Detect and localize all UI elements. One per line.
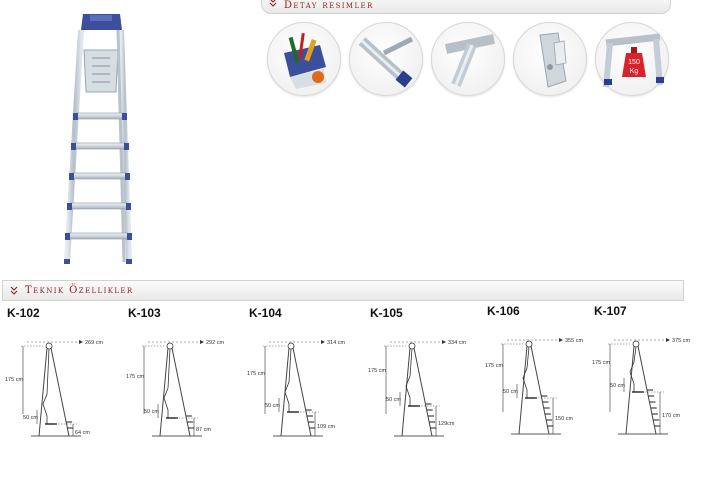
detay-resimler-header: Detay resimler	[261, 0, 671, 14]
model-name: K-103	[128, 306, 161, 320]
ladder-dimension-diagram: 375 cm 175 cm 50 cm 170 cm	[592, 338, 690, 435]
ladder-rail	[401, 347, 411, 437]
model-name: K-104	[249, 306, 282, 320]
total-height-label: 292 cm	[206, 340, 224, 346]
height-175-label: 175 cm	[247, 371, 265, 377]
person-body	[629, 346, 637, 392]
height-50-label: 50 cm	[386, 397, 401, 403]
rail-connector-icon	[358, 36, 414, 88]
person-head	[632, 340, 640, 348]
person-body	[163, 348, 171, 418]
detail-thumbnails: 150 Kg	[262, 16, 680, 102]
double-chevron-down-icon	[262, 0, 284, 13]
section-title: Detay resimler	[284, 0, 374, 11]
arrow-icon	[321, 340, 325, 344]
total-height-label: 355 cm	[565, 338, 583, 344]
model-name: K-102	[7, 306, 40, 320]
platform-height-label: 64 cm	[75, 430, 90, 436]
section-title: Teknik Özellikler	[25, 285, 134, 296]
model-name: K-106	[487, 304, 520, 318]
height-175-label: 175 cm	[485, 363, 503, 369]
weight-badge-unit: Kg	[630, 68, 639, 75]
person-body	[284, 348, 292, 412]
height-50-label: 50 cm	[144, 409, 159, 415]
height-175-label: 175 cm	[126, 374, 144, 380]
ladder-rail	[518, 345, 528, 435]
model-name: K-105	[370, 306, 403, 320]
height-50-label: 50 cm	[503, 389, 518, 395]
arrow-icon	[442, 340, 446, 344]
height-175-label: 175 cm	[368, 368, 386, 374]
ladder-dimension-diagram: 334 cm 175 cm 50 cm 129cm	[368, 340, 466, 437]
weight-capacity-icon: 150 Kg	[603, 33, 664, 88]
arrow-icon	[79, 340, 83, 344]
person-body	[522, 346, 530, 398]
spec-k-104: K-104 314 cm 175 cm 50 cm 109 cm	[245, 306, 357, 438]
platform-height-label: 170 cm	[662, 413, 680, 419]
person-head	[408, 342, 416, 350]
teknik-ozellikler-header: Teknik Özellikler	[2, 280, 684, 301]
ladder-dimension-diagram: 314 cm 175 cm 50 cm 109 cm	[247, 340, 345, 437]
platform-height-label: 109 cm	[317, 424, 335, 430]
arrow-icon	[200, 340, 204, 344]
person-head	[45, 342, 53, 350]
t-joint-icon	[444, 34, 496, 87]
product-photo-ladder	[0, 0, 255, 276]
thumbnail-rail-connector[interactable]	[349, 22, 423, 96]
ladder-rail	[292, 347, 312, 437]
platform-height-label: 129cm	[438, 421, 455, 427]
ladder-rail	[625, 345, 635, 435]
ladder-dimension-diagram: 269 cm 175 cm 50 cm 64 cm	[5, 340, 103, 437]
platform-height-label: 150 cm	[555, 416, 573, 422]
total-height-label: 314 cm	[327, 340, 345, 346]
spec-k-106: K-106 355 cm 175 cm 50 cm 150 cm	[483, 304, 595, 436]
spec-k-105: K-105 334 cm 175 cm 50 cm 129cm	[366, 306, 478, 438]
double-chevron-down-icon	[3, 281, 25, 300]
person-head	[287, 342, 295, 350]
spec-k-107: K-107 375 cm 175 cm 50 cm 170 cm	[590, 304, 702, 436]
ladder-rail	[530, 345, 550, 435]
thumbnail-t-joint[interactable]	[431, 22, 505, 96]
person-head	[525, 340, 533, 348]
model-name: K-107	[594, 304, 627, 318]
ladder-rail	[50, 347, 70, 437]
ladder-rail	[159, 347, 169, 437]
arrow-icon	[559, 338, 563, 342]
height-50-label: 50 cm	[610, 383, 625, 389]
total-height-label: 269 cm	[85, 340, 103, 346]
arrow-icon	[666, 338, 670, 342]
ladder-rail	[171, 347, 191, 437]
height-175-label: 175 cm	[5, 377, 23, 383]
total-height-label: 375 cm	[672, 338, 690, 344]
total-height-label: 334 cm	[448, 340, 466, 346]
spec-k-102: K-102 269 cm 175 cm 50 cm 64 cm	[3, 306, 115, 438]
thumbnail-tool-tray[interactable]	[267, 22, 341, 96]
thumbnail-weight-capacity[interactable]: 150 Kg	[595, 22, 669, 96]
tool-tray-icon	[284, 32, 326, 89]
ladder-rail	[38, 347, 48, 437]
height-50-label: 50 cm	[23, 415, 38, 421]
ladder-rail	[413, 347, 433, 437]
height-50-label: 50 cm	[265, 403, 280, 409]
platform-height-label: 87 cm	[196, 427, 211, 433]
weight-badge-value: 150	[628, 59, 640, 66]
hinge-icon	[539, 32, 567, 88]
thumbnail-hinge[interactable]	[513, 22, 587, 96]
spec-k-103: K-103 292 cm 175 cm 50 cm 87 cm	[124, 306, 236, 438]
person-head	[166, 342, 174, 350]
ladder-dimension-diagram: 355 cm 175 cm 50 cm 150 cm	[485, 338, 583, 435]
ladder-dimension-diagram: 292 cm 175 cm 50 cm 87 cm	[126, 340, 224, 437]
person-body	[405, 348, 413, 406]
person-body	[42, 348, 50, 424]
height-175-label: 175 cm	[592, 360, 610, 366]
